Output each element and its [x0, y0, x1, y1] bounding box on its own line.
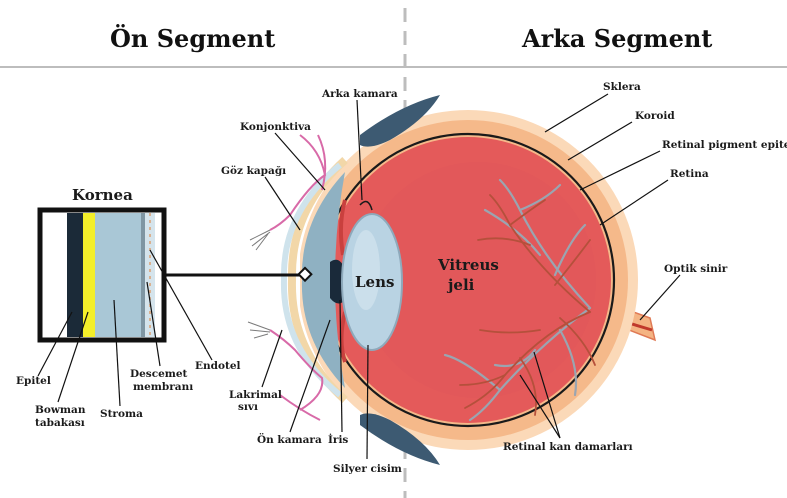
- label-sklera: Sklera: [603, 81, 641, 93]
- label-arka-kamara: Arka kamara: [321, 88, 398, 100]
- label-endotel: Endotel: [195, 360, 241, 372]
- label-lakrimal-2: sıvı: [238, 401, 258, 413]
- label-optik-sinir: Optik sinir: [664, 263, 728, 275]
- eyelashes-bottom: [248, 322, 270, 338]
- label-retina: Retina: [670, 168, 709, 180]
- label-silyer-cisim: Silyer cisim: [333, 463, 402, 475]
- label-stroma: Stroma: [100, 408, 143, 420]
- label-koroid: Koroid: [635, 110, 675, 122]
- inset-stroma: [95, 213, 141, 337]
- label-bowman-2: tabakası: [35, 417, 85, 429]
- header-on-segment: Ön Segment: [110, 24, 275, 53]
- vitreus-label-1: Vitreus: [437, 256, 499, 274]
- label-konjonktiva: Konjonktiva: [240, 121, 311, 133]
- header-arka-segment: Arka Segment: [521, 24, 712, 53]
- label-lakrimal-1: Lakrimal: [229, 389, 282, 401]
- label-descemet-1: Descemet: [130, 368, 188, 380]
- label-bowman-1: Bowman: [35, 404, 86, 416]
- eyelashes-top: [250, 230, 270, 250]
- cornea-inset: Kornea: [40, 186, 311, 340]
- label-descemet-2: membranı: [133, 381, 193, 393]
- lens-label: Lens: [355, 273, 394, 291]
- inset-descemet: [141, 213, 145, 337]
- label-epitel: Epitel: [16, 375, 51, 387]
- inset-bowman: [83, 213, 95, 337]
- label-retinal-pigment-epitel: Retinal pigment epitel: [662, 139, 787, 151]
- inset-title: Kornea: [72, 186, 133, 204]
- vitreus-label-2: jeli: [446, 276, 475, 294]
- label-retinal-kan-damarlari: Retinal kan damarları: [503, 441, 633, 453]
- label-on-kamara: Ön kamara: [257, 432, 322, 446]
- label-goz-kapagi: Göz kapağı: [221, 165, 286, 177]
- label-iris: İris: [328, 432, 348, 446]
- inset-epitel: [67, 213, 83, 337]
- lens-highlight: [352, 230, 380, 310]
- eye: Lens Vitreus jeli: [248, 95, 655, 465]
